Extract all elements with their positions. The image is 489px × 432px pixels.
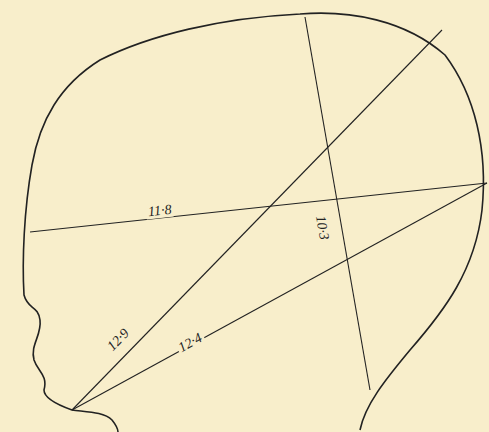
measurement-lines	[30, 17, 487, 410]
measurement-label: 10·3	[312, 213, 332, 244]
height-line	[305, 17, 370, 390]
measurement-label: 12·4	[174, 329, 206, 356]
diagonal-line	[72, 30, 442, 410]
length-line	[30, 183, 487, 232]
diagonal-line	[72, 183, 487, 410]
